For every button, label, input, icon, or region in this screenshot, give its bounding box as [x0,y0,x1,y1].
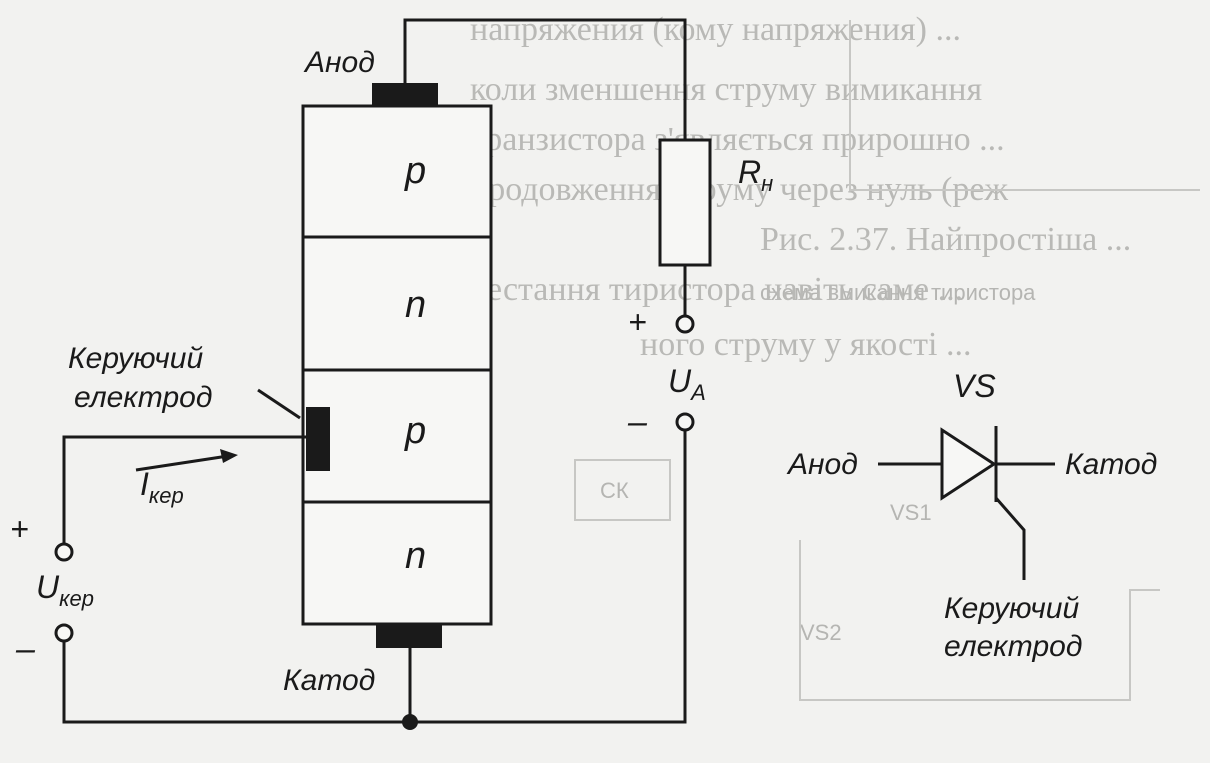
ukep-plus-terminal [54,542,74,562]
ghost-line-5: Рис. 2.37. Найпростіша ... [760,221,1131,258]
ua-plus-terminal [675,314,695,334]
layer-p1-label: p [404,150,426,192]
ghost-vs1-label: VS1 [890,500,932,525]
symbol-cathode-label: Катод [1065,448,1157,481]
semiconductor-body [301,104,493,626]
ukep-label: Uкер [36,569,94,611]
ua-minus-sign: – [627,403,648,441]
cathode-junction [402,714,418,730]
symbol-gate-label-line1: Керуючий [944,592,1079,625]
circuit-wiring [54,18,712,730]
thyristor-structure: p n p n Анод Катод Керуючий електрод [68,46,493,697]
ghost-ck-label: СК [600,478,629,503]
thyristor-symbol: VS Анод Катод Керуючий електрод [786,368,1157,663]
gate-label-line2: електрод [74,381,212,414]
background-bleed-text: напряжения (кому напряжения) ... коли зм… [470,11,1200,701]
circuit-labels: Rн + UA – Iкер + Uкер – [10,154,773,668]
ghost-line-2: коли зменшення струму вимикання [470,71,982,108]
layer-n1-label: n [405,284,426,326]
ikep-arrow-shaft [135,454,229,472]
ua-minus-terminal [675,412,695,432]
gate-label-line1: Керуючий [68,342,203,375]
ikep-label: Iкер [140,466,184,508]
ghost-wire-2 [849,20,1200,191]
anode-label: Анод [303,46,375,79]
ukep-minus-sign: – [15,630,36,668]
ua-label: UA [668,363,706,405]
anode-contact [372,83,438,107]
ghost-line-6: схема вмикання тиристора [760,280,1036,305]
ua-plus-sign: + [628,304,647,340]
gate-contact [306,407,330,471]
layer-p2-label: p [404,410,426,452]
ghost-line-7: рестання тиристора навіть саме ... [470,271,963,308]
layer-n2-label: n [405,535,426,577]
ghost-vs2-label: VS2 [800,620,842,645]
symbol-vs-label: VS [953,368,996,404]
symbol-diode-triangle [940,427,997,501]
anode-wire [403,18,687,140]
ghost-wire-1 [799,540,1160,701]
ghost-line-1: напряжения (кому напряжения) ... [470,11,961,48]
cathode-contact [376,624,442,648]
symbol-anode-label: Анод [786,448,858,481]
symbol-gate-label-line2: електрод [944,630,1082,663]
symbol-gate-lead [994,497,1026,580]
gate-wire [62,435,306,544]
ghost-ck-box [574,459,671,521]
ghost-line-3: транзистора з'являється прирошно ... [470,121,1005,158]
cathode-label: Катод [283,664,375,697]
load-label: Rн [738,154,773,196]
load-resistor [658,138,712,267]
ukep-minus-terminal [54,623,74,643]
ghost-line-8: ного струму у якості ... [640,326,971,363]
ikep-arrowhead [220,449,238,463]
gate-label-pointer [257,388,301,420]
return-wire [62,430,687,724]
ukep-plus-sign: + [10,511,29,547]
